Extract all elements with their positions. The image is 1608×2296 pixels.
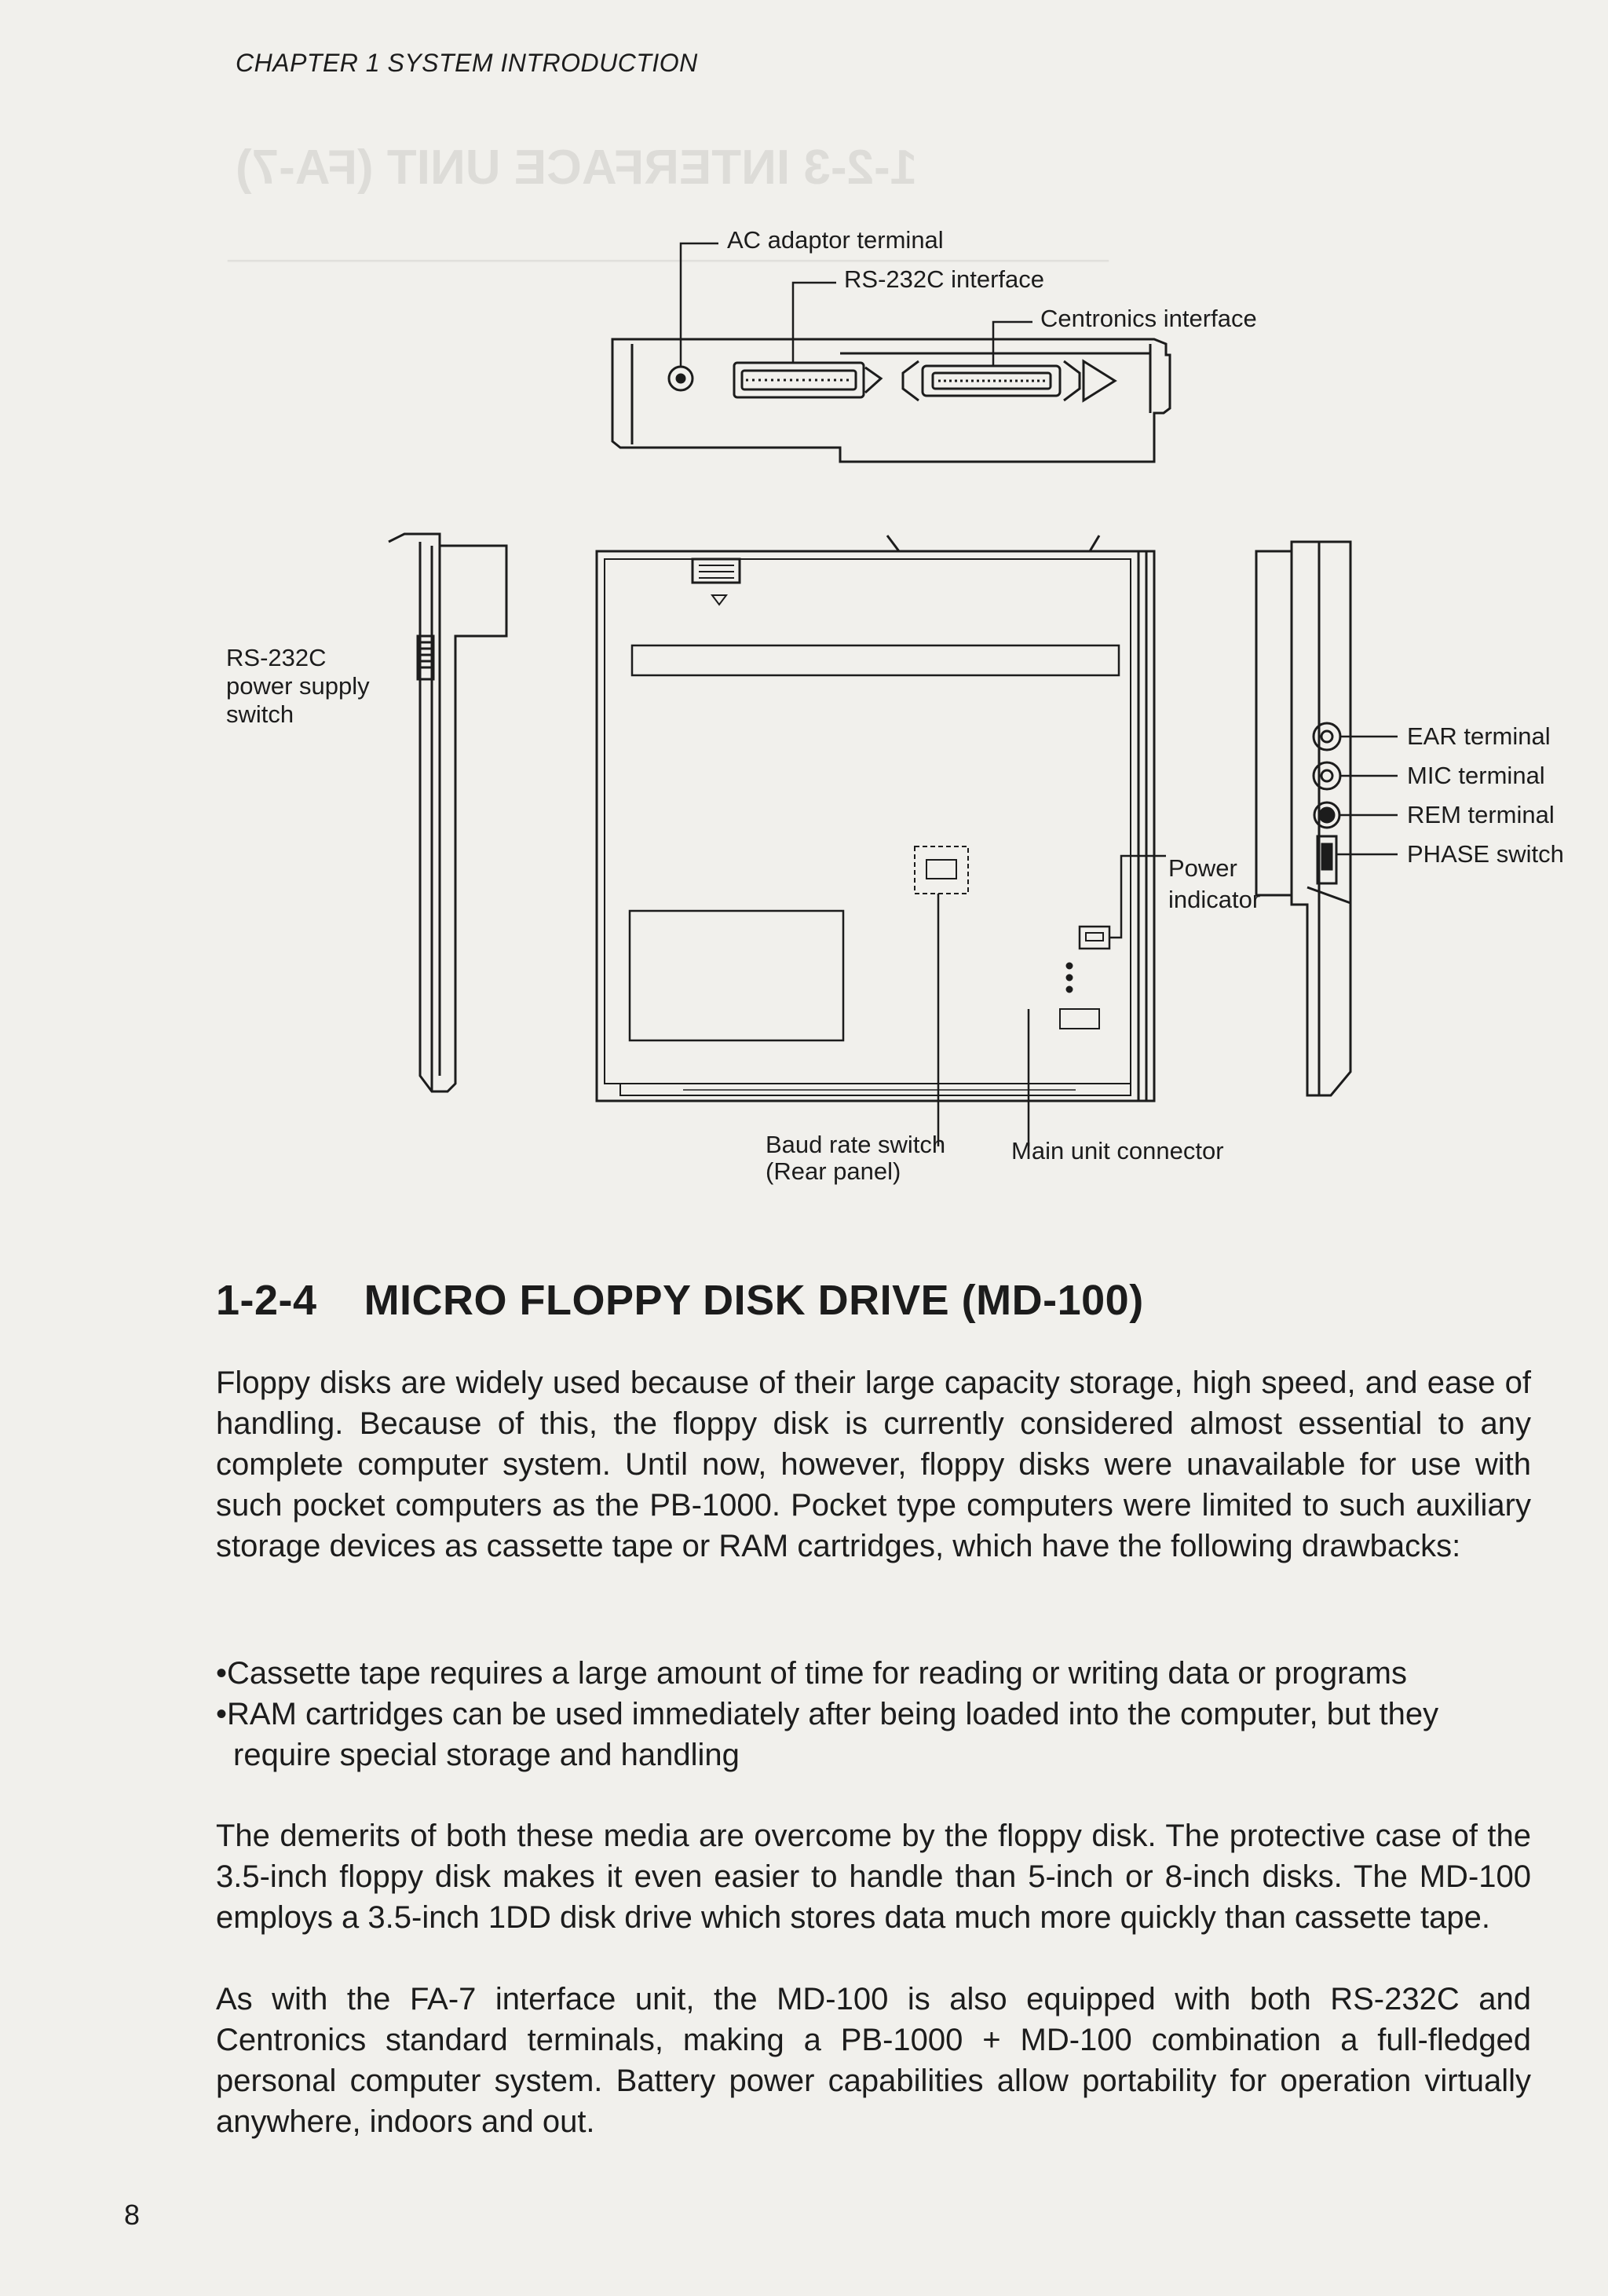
section-title: MICRO FLOPPY DISK DRIVE (MD-100) bbox=[364, 1277, 1144, 1324]
label-mic-terminal: MIC terminal bbox=[1407, 762, 1545, 789]
label-ear-terminal: EAR terminal bbox=[1407, 722, 1551, 750]
bleed-through-heading: 1-2-3 INTERFACE UNIT (FA-7) bbox=[236, 141, 918, 195]
label-baud-rate-switch-line2: (Rear panel) bbox=[766, 1157, 901, 1185]
label-baud-rate-switch-line1: Baud rate switch bbox=[766, 1131, 946, 1158]
fa7-interface-drawing bbox=[388, 242, 1398, 1146]
label-rem-terminal: REM terminal bbox=[1407, 801, 1555, 828]
label-rs232c-power-switch-line1: RS-232C bbox=[226, 644, 327, 671]
drawbacks-list: •Cassette tape requires a large amount o… bbox=[216, 1653, 1531, 1775]
main-unit-view bbox=[595, 535, 1166, 1146]
demerits-text: The demerits of both these media are ove… bbox=[216, 1819, 1531, 1935]
label-rs232c-power-switch-line3: switch bbox=[226, 700, 294, 728]
section-number: 1-2-4 bbox=[216, 1277, 317, 1324]
section-heading: 1-2-4 MICRO FLOPPY DISK DRIVE (MD-100) bbox=[216, 1276, 1144, 1325]
left-side-view bbox=[388, 532, 508, 1093]
label-rs232c-power-switch-line2: power supply bbox=[226, 672, 370, 700]
label-main-unit-connector: Main unit connector bbox=[1011, 1137, 1224, 1164]
right-side-view bbox=[1255, 540, 1398, 1097]
fa7-paragraph: As with the FA-7 interface unit, the MD-… bbox=[216, 1979, 1531, 2142]
intro-paragraph: Floppy disks are widely used because of … bbox=[216, 1362, 1531, 1567]
rear-panel-view bbox=[611, 242, 1171, 463]
intro-text: Floppy disks are widely used because of … bbox=[216, 1366, 1531, 1563]
label-centronics-interface: Centronics interface bbox=[1040, 305, 1257, 332]
label-phase-switch: PHASE switch bbox=[1407, 840, 1564, 868]
demerits-paragraph: The demerits of both these media are ove… bbox=[216, 1815, 1531, 1938]
label-ac-adaptor-terminal: AC adaptor terminal bbox=[727, 226, 944, 254]
page-number: 8 bbox=[124, 2199, 141, 2231]
fa7-text: As with the FA-7 interface unit, the MD-… bbox=[216, 1982, 1531, 2139]
label-power-indicator-line1: Power bbox=[1168, 854, 1237, 882]
fa7-interface-figure: AC adaptor terminal RS-232C interface Ce… bbox=[212, 212, 1608, 1194]
running-head: CHAPTER 1 SYSTEM INTRODUCTION bbox=[236, 49, 698, 77]
drawback-item-ram: •RAM cartridges can be used immediately … bbox=[216, 1697, 1439, 1772]
drawback-item-cassette: •Cassette tape requires a large amount o… bbox=[216, 1656, 1407, 1691]
label-rs232c-interface: RS-232C interface bbox=[844, 265, 1045, 293]
label-power-indicator-line2: indicator bbox=[1168, 886, 1261, 913]
